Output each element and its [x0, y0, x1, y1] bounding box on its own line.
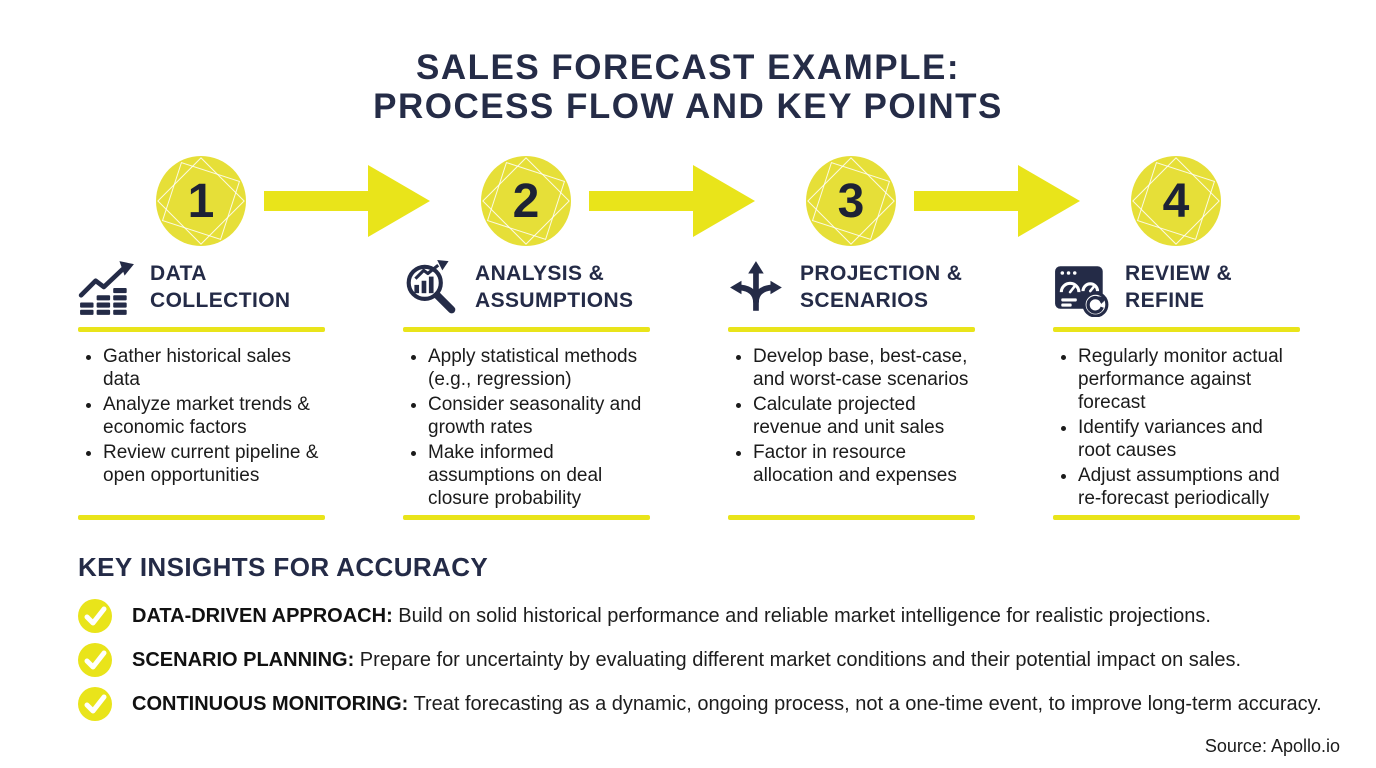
step-number-badge-3: 3	[806, 156, 896, 246]
bullet-item: Apply statistical methods (e.g., regress…	[428, 345, 650, 391]
insight-label: DATA-DRIVEN APPROACH:	[132, 605, 393, 627]
insight-description: Build on solid historical performance an…	[398, 605, 1211, 627]
insight-label: CONTINUOUS MONITORING:	[132, 693, 409, 715]
key-insights-section: KEY INSIGHTS FOR ACCURACY DATA-DRIVEN AP…	[78, 552, 1340, 731]
page-title-line2: PROCESS FLOW AND KEY POINTS	[373, 87, 1003, 127]
source-attribution: Source: Apollo.io	[1204, 736, 1340, 756]
step-number-badge-1: 1	[156, 156, 246, 246]
page-title-line1: SALES FORECAST EXAMPLE:	[416, 48, 960, 87]
step-title: ANALYSIS & ASSUMPTIONS	[475, 261, 633, 315]
step-title: DATA COLLECTION	[150, 261, 291, 315]
step-bullet-list: Develop base, best-case, and worst-case …	[728, 345, 975, 515]
step-number: 3	[837, 174, 865, 228]
step-title: PROJECTION & SCENARIOS	[800, 261, 962, 315]
step-bullet-list: Regularly monitor actual performance aga…	[1053, 345, 1300, 515]
step-title-line2: REFINE	[1125, 289, 1205, 312]
insight-text: CONTINUOUS MONITORING: Treat forecasting…	[132, 692, 1322, 716]
insight-item: SCENARIO PLANNING: Prepare for uncertain…	[78, 643, 1340, 677]
insight-description: Treat forecasting as a dynamic, ongoing …	[413, 693, 1322, 715]
step-title-line2: SCENARIOS	[800, 289, 929, 312]
bullet-item: Gather historical sales data	[103, 345, 325, 391]
step-bullet-list: Apply statistical methods (e.g., regress…	[403, 345, 650, 515]
dashboard-refresh-icon	[1053, 259, 1111, 317]
divider	[78, 515, 325, 520]
flow-arrow-icon	[589, 165, 755, 237]
insight-item: DATA-DRIVEN APPROACH: Build on solid his…	[78, 599, 1340, 633]
divider	[78, 327, 325, 332]
check-icon	[78, 687, 112, 721]
divider	[728, 327, 975, 332]
step-column-1: DATA COLLECTION Gather historical sales …	[78, 252, 325, 520]
step-title-line2: ASSUMPTIONS	[475, 289, 634, 312]
step-title-line1: DATA	[150, 262, 207, 286]
chart-magnifier-icon	[403, 259, 461, 317]
step-number: 1	[187, 174, 215, 228]
step-column-4: REVIEW & REFINE Regularly monitor actual…	[1053, 252, 1300, 520]
insight-text: DATA-DRIVEN APPROACH: Build on solid his…	[132, 604, 1211, 628]
step-header: ANALYSIS & ASSUMPTIONS	[403, 252, 650, 324]
bullet-item: Regularly monitor actual performance aga…	[1078, 345, 1300, 414]
insight-item: CONTINUOUS MONITORING: Treat forecasting…	[78, 687, 1340, 721]
bullet-item: Calculate projected revenue and unit sal…	[753, 393, 975, 439]
divider	[1053, 515, 1300, 520]
divider	[403, 515, 650, 520]
step-column-2: ANALYSIS & ASSUMPTIONS Apply statistical…	[403, 252, 650, 520]
step-title-line1: PROJECTION &	[800, 262, 963, 286]
bullet-item: Analyze market trends & economic factors	[103, 393, 325, 439]
flow-arrow-icon	[914, 165, 1080, 237]
step-number-badge-2: 2	[481, 156, 571, 246]
step-title-line2: COLLECTION	[150, 289, 291, 312]
step-title-line1: ANALYSIS &	[475, 262, 605, 286]
divider	[728, 515, 975, 520]
divider	[403, 327, 650, 332]
bullet-item: Adjust assumptions and re-forecast perio…	[1078, 464, 1300, 510]
bullet-item: Identify variances and root causes	[1078, 416, 1300, 462]
bullet-item: Consider seasonality and growth rates	[428, 393, 650, 439]
step-number-badge-4: 4	[1131, 156, 1221, 246]
step-column-3: PROJECTION & SCENARIOS Develop base, bes…	[728, 252, 975, 520]
insight-label: SCENARIO PLANNING:	[132, 649, 355, 671]
page-title: SALES FORECAST EXAMPLE: PROCESS FLOW AND…	[0, 48, 1376, 126]
insight-description: Prepare for uncertainty by evaluating di…	[359, 649, 1242, 671]
insight-text: SCENARIO PLANNING: Prepare for uncertain…	[132, 648, 1241, 672]
branching-arrows-icon	[728, 259, 786, 317]
step-number: 4	[1162, 174, 1190, 228]
divider	[1053, 327, 1300, 332]
bullet-item: Develop base, best-case, and worst-case …	[753, 345, 975, 391]
step-header: REVIEW & REFINE	[1053, 252, 1300, 324]
step-title: REVIEW & REFINE	[1125, 261, 1232, 315]
insights-heading: KEY INSIGHTS FOR ACCURACY	[78, 552, 489, 582]
step-header: PROJECTION & SCENARIOS	[728, 252, 975, 324]
step-header: DATA COLLECTION	[78, 252, 325, 324]
bar-chart-growth-icon	[78, 259, 136, 317]
step-title-line1: REVIEW &	[1125, 262, 1233, 286]
flow-arrow-icon	[264, 165, 430, 237]
bullet-item: Review current pipeline & open opportuni…	[103, 441, 325, 487]
check-icon	[78, 599, 112, 633]
step-bullet-list: Gather historical sales data Analyze mar…	[78, 345, 325, 515]
check-icon	[78, 643, 112, 677]
bullet-item: Factor in resource allocation and expens…	[753, 441, 975, 487]
step-number: 2	[512, 174, 540, 228]
bullet-item: Make informed assumptions on deal closur…	[428, 441, 650, 510]
